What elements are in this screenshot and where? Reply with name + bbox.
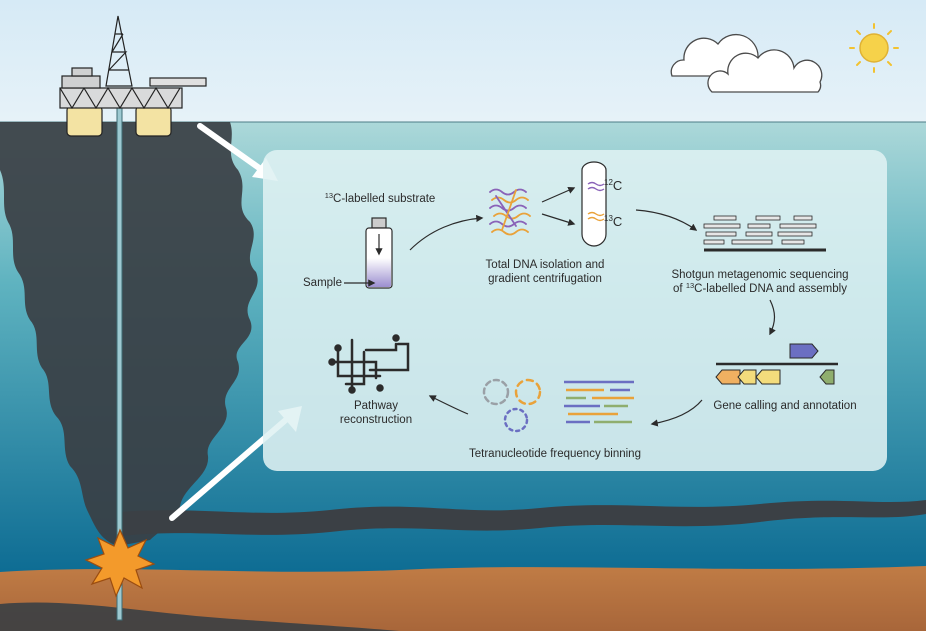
oil-rig-icon (59, 15, 207, 137)
cloud-icon (670, 33, 823, 93)
centrifuge-tube-icon (581, 161, 607, 247)
sample-bottle-icon (365, 217, 393, 289)
explosion-icon (84, 528, 156, 598)
gene-map-icon (715, 343, 838, 385)
flow-arrow-2b (541, 213, 576, 226)
label-pathway: Pathway reconstruction (339, 400, 413, 426)
flow-arrow-6 (428, 395, 469, 415)
sun-icon (849, 23, 899, 73)
sequencing-reads-icon (703, 215, 817, 245)
label-isotope-12c: 12C (604, 178, 623, 193)
pathway-network-icon (328, 334, 410, 394)
oil-plume (0, 122, 258, 546)
seafloor-oil-layer (0, 602, 400, 631)
flow-arrow-3 (635, 209, 698, 231)
label-binning: Tetranucleotide frequency binning (469, 448, 641, 460)
label-gene-calling: Gene calling and annotation (713, 400, 857, 412)
label-dna-isolation: Total DNA isolation and gradient centrif… (485, 259, 605, 285)
oil-layer (120, 500, 926, 536)
dna-strands-icon (489, 188, 531, 236)
seafloor (0, 566, 926, 631)
binned-reads-icon (564, 380, 634, 424)
process-panel (263, 150, 887, 471)
label-sample: Sample (303, 277, 342, 289)
binning-circles-icon (482, 378, 542, 433)
label-sequencing: Shotgun metagenomic sequencing of 13C-la… (671, 269, 849, 295)
label-isotope-13c: 13C (604, 214, 623, 229)
flow-arrow-5 (650, 399, 703, 427)
label-substrate: 13C-labelled substrate (324, 191, 436, 205)
flow-arrow-1 (409, 214, 484, 251)
flow-arrow-4 (769, 299, 776, 336)
flow-arrow-2a (541, 187, 576, 203)
